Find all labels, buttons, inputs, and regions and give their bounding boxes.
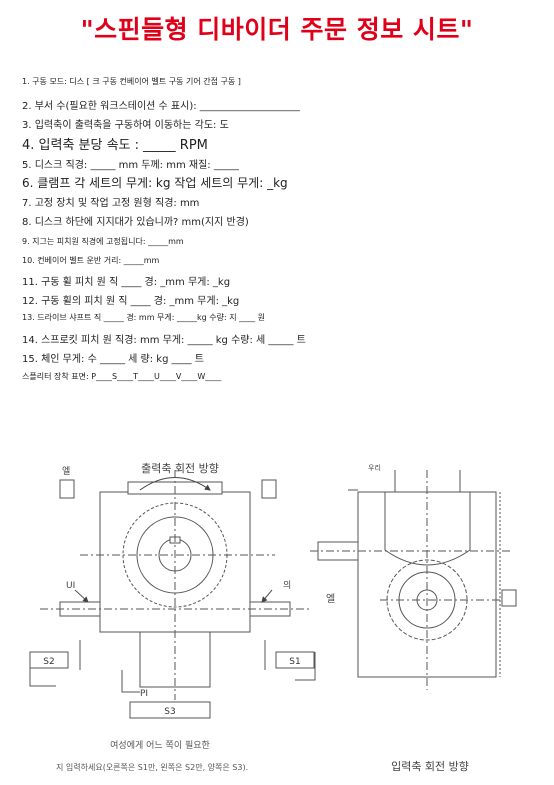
- form-line-16: 스플리터 장착 표면: P____S____T____U____V____W__…: [22, 372, 222, 381]
- form-line-1: 1. 구동 모드: 디스 [ 크 구동 컨베이어 벨트 구동 기어 간접 구동 …: [22, 77, 241, 86]
- box-s3: [129, 701, 211, 719]
- input-rotation-label: 입력축 회전 방향: [391, 760, 469, 773]
- form-line-15: 15. 체인 무게: 수 _____ 세 량: kg ____ 트: [22, 354, 204, 365]
- form-line-5: 5. 디스크 직경: _____ mm 두께: mm 재질: _____: [22, 160, 239, 171]
- form-line-11: 11. 구동 휠 피치 원 직 ____ 경: _mm 무게: _kg: [22, 277, 231, 288]
- label-left: UI: [66, 581, 75, 591]
- note-line-2: 지 입력하세요(오른쪽은 S1만, 왼쪽은 S2만, 양쪽은 S3).: [56, 762, 248, 772]
- form-line-3: 3. 입력축이 출력축을 구동하여 이동하는 각도: 도: [22, 120, 229, 131]
- box-s1: [275, 651, 315, 669]
- form-line-4: 4. 입력축 분당 속도 : _____ RPM: [22, 138, 208, 153]
- form-line-10: 10. 컨베이어 벨트 운반 거리: _____mm: [22, 256, 160, 265]
- form-line-9: 9. 지그는 피치원 직경에 고정됩니다: _____mm: [22, 237, 184, 246]
- box-s2-label: S2: [43, 657, 54, 667]
- label-side-top: 우리: [368, 463, 381, 472]
- page-title: "스핀들형 디바이더 주문 정보 시트": [80, 15, 474, 44]
- note-line-1: 여성에게 어느 쪽이 필요한: [110, 739, 210, 751]
- form-line-2: 2. 부서 수(필요한 워크스테이션 수 표시): ______________…: [22, 101, 300, 112]
- divider-drawing: S2 S1 S3 출력축 회전 방향 엘 UI 의 PI 우리 엘 여성에게 어…: [29, 462, 517, 773]
- side-view: [310, 470, 517, 690]
- label-side: 엘: [326, 592, 335, 605]
- box-s3-label: S3: [164, 707, 175, 717]
- form-line-8: 8. 디스크 하단에 지지대가 있습니까? mm(지지 반경): [22, 217, 249, 228]
- box-s2: [29, 651, 69, 669]
- label-pi: PI: [140, 689, 148, 699]
- form-line-7: 7. 고정 장치 및 작업 고정 원형 직경: mm: [22, 198, 200, 209]
- form-line-14: 14. 스프로킷 피치 원 직경: mm 무게: _____ kg 수량: 세 …: [22, 335, 306, 346]
- label-right: 의: [283, 580, 291, 591]
- form-line-6: 6. 클램프 각 세트의 무게: kg 작업 세트의 무게: _kg: [22, 176, 288, 190]
- output-rotation-label: 출력축 회전 방향: [141, 462, 219, 475]
- form-line-12: 12. 구동 휠의 피치 원 직 ____ 경: _mm 무게: _kg: [22, 296, 240, 307]
- label-top-left: 엘: [62, 466, 70, 477]
- front-view: [29, 470, 316, 700]
- form-line-13: 13. 드라이브 샤프트 직 _____ 경: mm 무게: _____kg 수…: [22, 313, 266, 322]
- box-s1-label: S1: [289, 657, 300, 667]
